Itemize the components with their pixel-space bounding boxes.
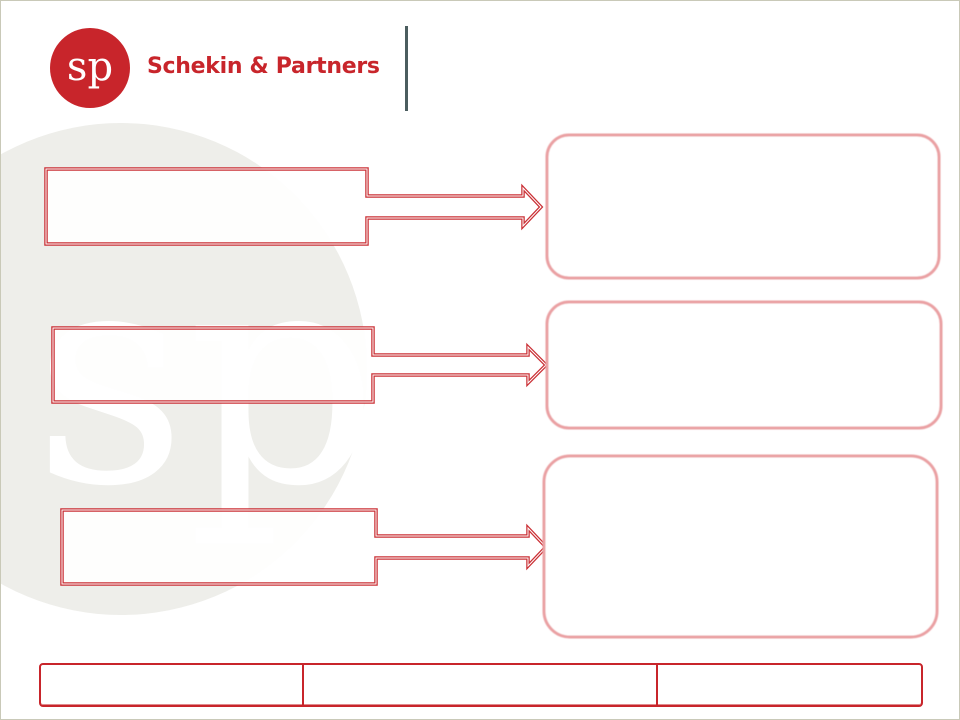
footer-bar — [39, 663, 923, 707]
flow-row-2 — [51, 300, 943, 430]
footer-cell-3 — [658, 665, 921, 705]
source-box-1-inner-line — [45, 168, 542, 245]
source-box-2-inner-line — [52, 327, 547, 403]
brand-monogram-icon: sp — [67, 44, 113, 90]
source-box-1[interactable] — [44, 167, 544, 246]
result-box-2[interactable] — [545, 300, 943, 430]
source-box-3[interactable] — [60, 508, 549, 586]
footer-cell-2 — [304, 665, 658, 705]
source-box-3-inner-line — [61, 509, 547, 585]
header-divider — [405, 26, 408, 111]
result-box-3[interactable] — [542, 454, 939, 639]
flow-row-3 — [60, 454, 939, 639]
brand-logo: sp — [50, 28, 130, 108]
source-box-2[interactable] — [51, 326, 549, 404]
brand-monogram: sp — [67, 44, 113, 90]
footer-cell-1 — [41, 665, 304, 705]
result-box-1[interactable] — [545, 133, 941, 280]
flow-row-1 — [44, 133, 941, 280]
brand-name: Schekin & Partners — [147, 54, 380, 79]
